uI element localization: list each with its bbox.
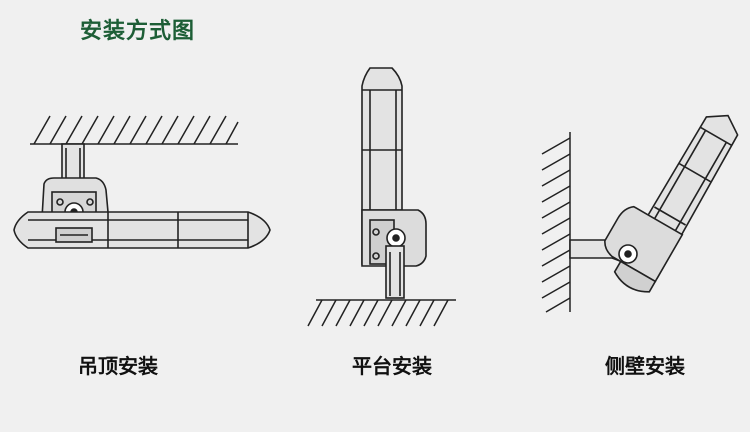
caption-ceiling: 吊顶安装: [78, 354, 158, 378]
caption-platform: 平台安装: [352, 354, 432, 378]
ceiling-mount-diagram: [0, 100, 290, 260]
ceiling-surface: [30, 115, 239, 145]
floor-surface: [307, 299, 456, 327]
wall-surface: [541, 132, 571, 313]
caption-wall: 侧壁安装: [605, 354, 685, 378]
wall-mount-diagram: [520, 98, 750, 328]
diagram-title: 安装方式图: [80, 19, 196, 44]
platform-mount-diagram: [300, 60, 480, 340]
